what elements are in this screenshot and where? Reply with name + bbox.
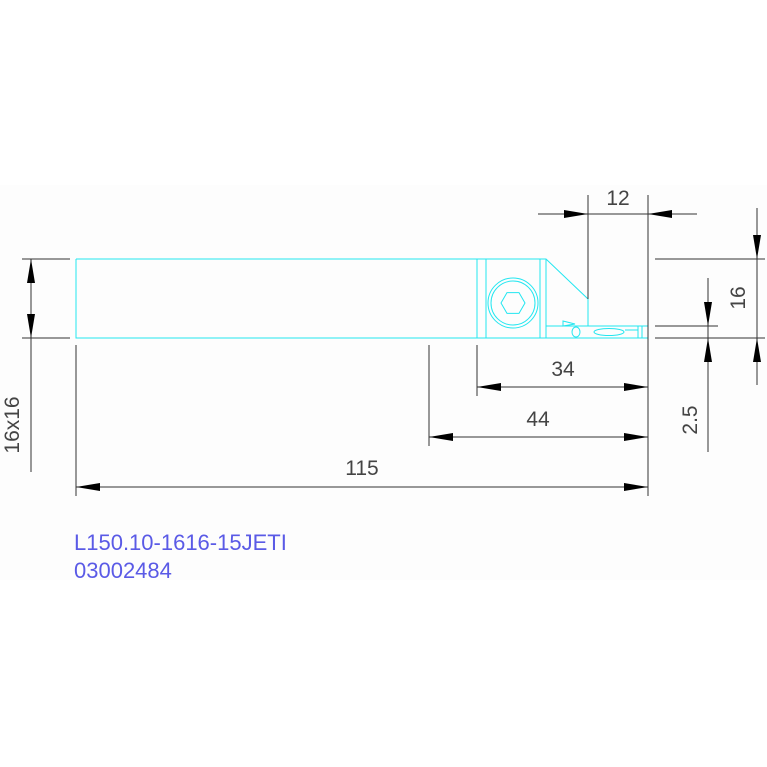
dim-34-label: 34 xyxy=(551,358,575,381)
dim-12-label: 12 xyxy=(606,187,629,210)
part-number: 03002484 xyxy=(74,558,172,583)
blade-tab xyxy=(562,320,576,327)
blade-hole xyxy=(571,326,581,338)
dim-44-label: 44 xyxy=(526,408,550,431)
dim-2-5-label: 2.5 xyxy=(679,405,702,434)
shank-section-label: 16x16 xyxy=(1,396,24,453)
dimension-lines xyxy=(22,195,765,496)
dim-16-label: 16 xyxy=(727,286,750,309)
dim-115-label: 115 xyxy=(345,457,378,480)
hex-socket-icon xyxy=(500,292,526,314)
drawing-sheet xyxy=(0,185,767,580)
blade-slot xyxy=(593,328,625,336)
screw-head-icon xyxy=(487,277,539,329)
screw-head-inner xyxy=(490,280,536,326)
tool-holder xyxy=(75,258,649,339)
part-designation: L150.10-1616-15JETI xyxy=(74,530,287,555)
